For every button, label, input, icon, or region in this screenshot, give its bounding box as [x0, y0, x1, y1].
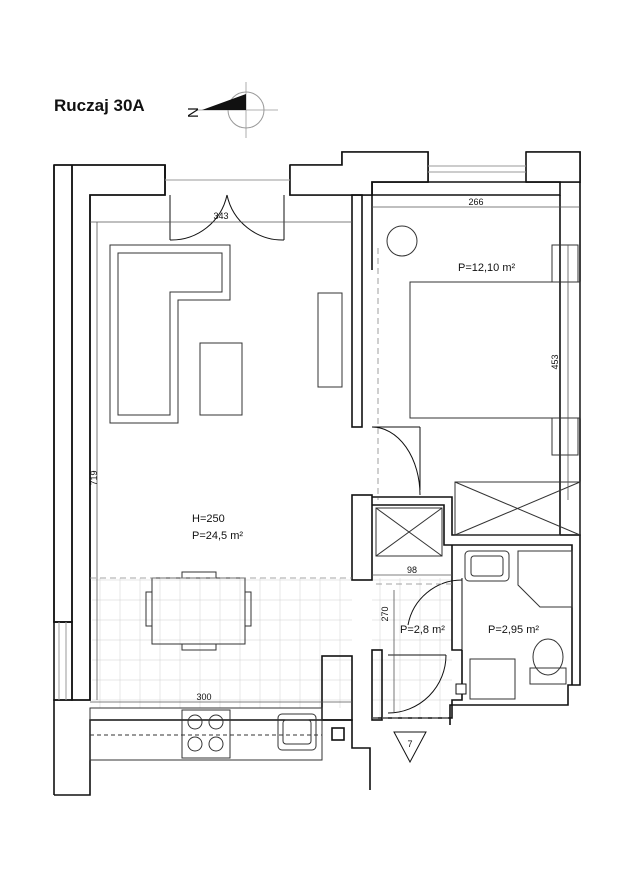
sofa — [109, 244, 231, 424]
washing-machine — [469, 658, 516, 700]
riser-box — [455, 683, 467, 695]
wall-blocks — [53, 151, 581, 701]
cooktop — [181, 709, 231, 759]
dim-bedroom-width: 266 — [468, 197, 483, 207]
toilet — [529, 667, 567, 685]
bedroom-area-label: P=12,10 m² — [458, 262, 516, 274]
coffee-table — [199, 342, 243, 416]
dim-living-height: 719 — [89, 470, 99, 485]
dining-tile-floor — [92, 578, 352, 708]
dim-bedroom-height: 453 — [550, 354, 560, 369]
living-area-label: P=24,5 m² — [192, 530, 243, 542]
entrance-number: 7 — [407, 739, 412, 749]
kitchen-sink — [277, 713, 317, 751]
hall-wardrobe — [375, 507, 443, 557]
north-label: N — [185, 107, 202, 118]
bathroom-area-label: P=2,95 m² — [488, 624, 539, 636]
hall-tile-floor — [372, 578, 452, 718]
kitchen-counter — [89, 707, 323, 761]
dim-kitchen-length: 300 — [196, 692, 211, 702]
dim-hall-height: 270 — [380, 606, 390, 621]
dim-hall-width: 98 — [407, 565, 417, 575]
shower — [517, 550, 573, 608]
lamp — [386, 225, 418, 257]
bathroom-sink — [464, 550, 510, 582]
tv-console — [317, 292, 343, 388]
bed — [409, 281, 581, 419]
furniture — [89, 225, 581, 761]
north-arrow-icon: N — [185, 82, 278, 138]
hidden-lines — [90, 248, 452, 719]
wardrobe — [454, 481, 581, 536]
hall-area-label: P=2,8 m² — [400, 624, 445, 636]
dimension-lines — [90, 206, 580, 712]
doors — [169, 194, 463, 714]
entrance-marker: 7 — [393, 731, 427, 764]
plan-title: Ruczaj 30A — [54, 96, 145, 115]
dim-living-width: 343 — [213, 211, 228, 221]
living-height-label: H=250 — [192, 513, 225, 525]
